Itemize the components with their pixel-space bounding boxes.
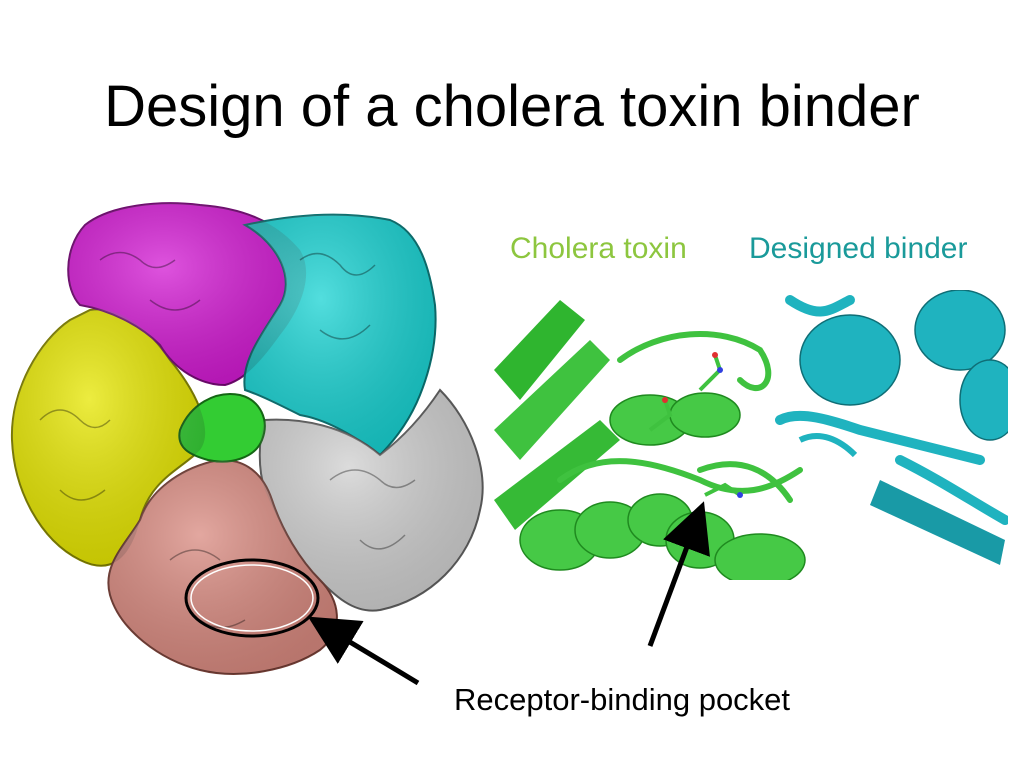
toxin-surface-model [10, 202, 484, 675]
pocket-ellipse [184, 558, 320, 638]
arrow-to-ribbon-pocket [647, 501, 710, 647]
ribbon-structure [494, 290, 1008, 580]
arrow-to-surface-pocket [307, 616, 420, 686]
cholera-toxin-label: Cholera toxin [510, 232, 687, 265]
slide-title: Design of a cholera toxin binder [104, 74, 920, 139]
receptor-pocket-label: Receptor-binding pocket [454, 682, 791, 717]
designed-binder-label: Designed binder [749, 232, 968, 265]
